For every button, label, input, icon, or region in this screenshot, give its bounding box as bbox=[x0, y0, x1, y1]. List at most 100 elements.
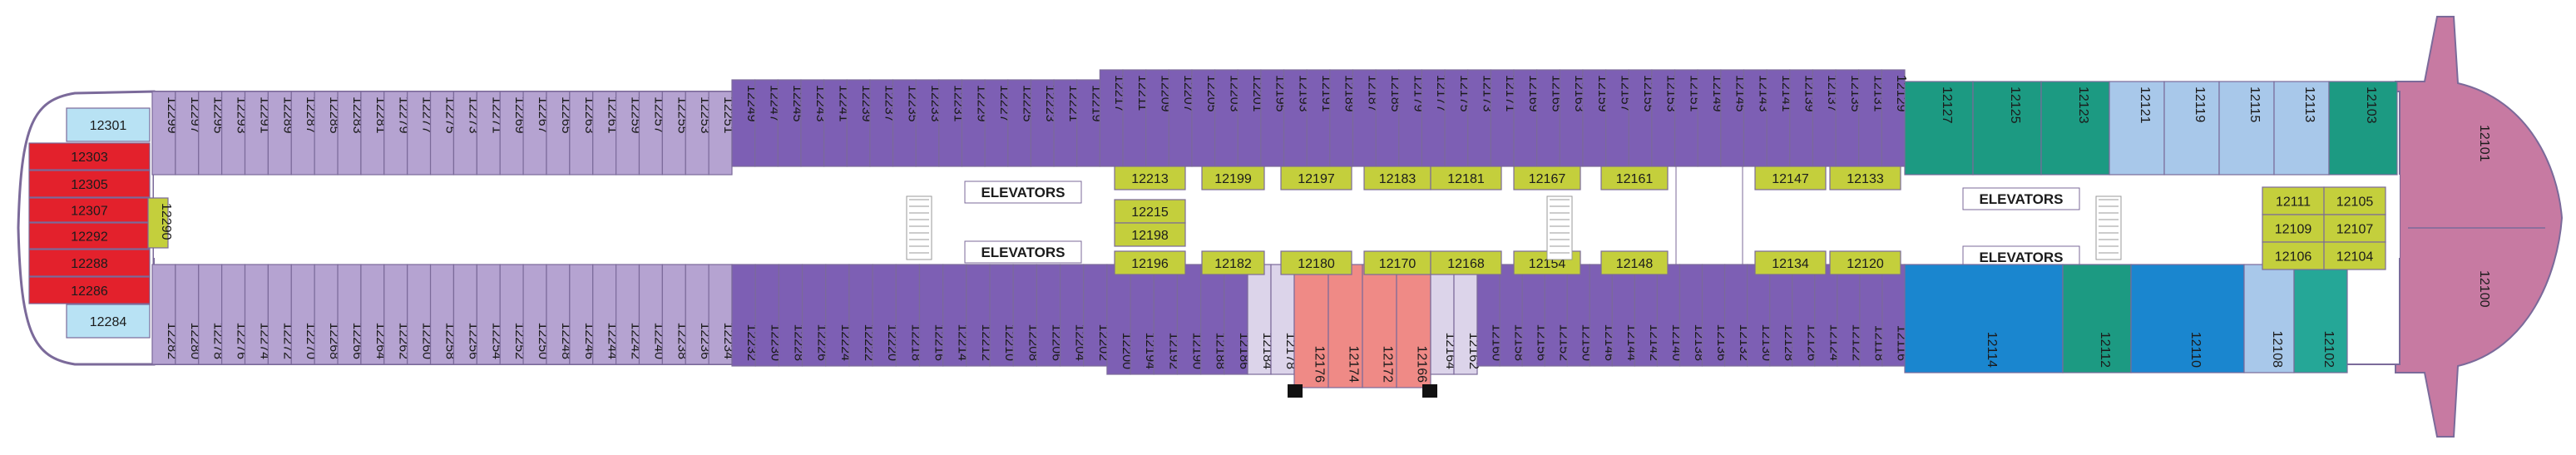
cabin-shape bbox=[984, 79, 1009, 167]
cabin-12111: 12111 bbox=[2262, 186, 2325, 215]
cabin-shape bbox=[383, 264, 408, 365]
cabin-12236: 12236 bbox=[685, 264, 712, 365]
cabin-12105: 12105 bbox=[2323, 186, 2386, 215]
cabin-shape bbox=[1679, 264, 1703, 367]
cabin-12161: 12161 bbox=[1600, 166, 1669, 190]
cabin-12277: 12277 bbox=[407, 91, 434, 176]
cabin-12238: 12238 bbox=[661, 264, 689, 365]
cabin-number: 12174 bbox=[1347, 346, 1361, 383]
cabin-12299: 12299 bbox=[151, 91, 179, 176]
cabin-12119: 12119 bbox=[2163, 81, 2220, 176]
cabin-12214: 12214 bbox=[942, 264, 970, 367]
cabin-shape bbox=[2130, 264, 2245, 373]
cabin-shape bbox=[452, 264, 477, 365]
stair-box bbox=[2095, 195, 2122, 260]
cabin-shape bbox=[569, 91, 594, 176]
cabin-number: 12106 bbox=[2275, 250, 2312, 265]
cabin-12260: 12260 bbox=[407, 264, 434, 365]
cabin-shape bbox=[175, 91, 200, 176]
cabin-shape bbox=[1769, 264, 1793, 367]
cabin-shape bbox=[198, 91, 223, 176]
cabin-number: 12167 bbox=[1529, 172, 1566, 186]
cabin-shape bbox=[938, 79, 963, 167]
cabin-12133: 12133 bbox=[1829, 166, 1901, 190]
cabin-12207: 12207 bbox=[1168, 69, 1195, 167]
cabin-shape bbox=[267, 91, 292, 176]
cabin-number: 12307 bbox=[71, 205, 108, 219]
cabin-12285: 12285 bbox=[314, 91, 341, 176]
cabin-12184: 12184 bbox=[1247, 264, 1274, 375]
cabin-shape bbox=[2163, 81, 2220, 176]
cabin-12128: 12128 bbox=[1769, 264, 1796, 367]
cabin-number: 12105 bbox=[2336, 195, 2374, 210]
cabin-shape bbox=[1283, 69, 1308, 167]
cabin-number: 12286 bbox=[71, 284, 108, 299]
cabin-12219: 12219 bbox=[1076, 79, 1104, 167]
cabin-shape bbox=[1030, 79, 1055, 167]
cabin-shape bbox=[1260, 69, 1285, 167]
cabin-12103: 12103 bbox=[2328, 81, 2398, 176]
cabin-12286: 12286 bbox=[28, 276, 151, 304]
cabin-12292: 12292 bbox=[28, 222, 151, 250]
cabin-number: 12172 bbox=[1381, 346, 1395, 383]
cabin-shape bbox=[1076, 79, 1100, 167]
cabin-12162: 12162 bbox=[1453, 264, 1481, 375]
cabin-shape bbox=[638, 264, 663, 365]
cabin-shape bbox=[1114, 199, 1186, 224]
cabin-shape bbox=[1582, 69, 1607, 167]
cabin-12283: 12283 bbox=[337, 91, 364, 176]
cabin-number: 12110 bbox=[2188, 332, 2203, 368]
cabin-shape bbox=[777, 79, 802, 167]
cabin-shape bbox=[1280, 166, 1352, 190]
cabin-12274: 12274 bbox=[244, 264, 271, 365]
cabin-12232: 12232 bbox=[731, 264, 759, 367]
elevator-label: ELEVATORS bbox=[981, 245, 1065, 260]
cabin-shape bbox=[1972, 81, 2042, 176]
cabin-12125: 12125 bbox=[1972, 81, 2042, 176]
cabin-shape bbox=[1754, 250, 1827, 275]
cabin-shape bbox=[1674, 69, 1698, 167]
cabin-12291: 12291 bbox=[244, 91, 271, 176]
cabin-shape bbox=[1754, 166, 1827, 190]
cabin-shape bbox=[2323, 214, 2386, 243]
cabin-shape bbox=[28, 170, 151, 198]
cabin-shape bbox=[661, 264, 686, 365]
cabin-shape bbox=[2218, 81, 2275, 176]
cabin-12275: 12275 bbox=[429, 91, 457, 176]
cabin-12264: 12264 bbox=[360, 264, 388, 365]
cabin-12287: 12287 bbox=[290, 91, 318, 176]
cabin-12252: 12252 bbox=[499, 264, 527, 365]
cabin-12256: 12256 bbox=[452, 264, 480, 365]
cabin-shape bbox=[1835, 69, 1860, 167]
cabin-shape bbox=[1099, 69, 1124, 167]
cabin-number: 12284 bbox=[90, 315, 127, 329]
cabin-shape bbox=[1398, 69, 1423, 167]
cabin-number: 12213 bbox=[1131, 172, 1169, 186]
cabin-shape bbox=[1589, 264, 1613, 367]
cabin-12174: 12174 bbox=[1328, 264, 1363, 388]
cabin-number: 12108 bbox=[2270, 331, 2284, 368]
bow-cabin-12101: 12101 bbox=[2477, 125, 2491, 162]
cabin-12290: 12290 bbox=[147, 197, 173, 249]
cabin-12110: 12110 bbox=[2130, 264, 2245, 373]
cabin-number: 12119 bbox=[2193, 87, 2207, 122]
cabin-shape bbox=[221, 264, 246, 365]
cabin-shape bbox=[1421, 69, 1446, 167]
bow-cabin-12100: 12100 bbox=[2477, 270, 2491, 308]
cabin-number: 12180 bbox=[1298, 257, 1335, 271]
cabin-12272: 12272 bbox=[267, 264, 294, 365]
tender-marker bbox=[1422, 384, 1437, 398]
cabin-shape bbox=[1904, 264, 2064, 373]
cabin-12114: 12114 bbox=[1904, 264, 2064, 373]
elevator-label: ELEVATORS bbox=[1979, 250, 2063, 265]
cabin-shape bbox=[942, 264, 967, 367]
cabin-12160: 12160 bbox=[1476, 264, 1504, 367]
cabin-shape bbox=[1176, 264, 1202, 375]
cabin-12230: 12230 bbox=[754, 264, 782, 367]
bow-shape bbox=[2395, 16, 2564, 438]
cabin-shape bbox=[499, 264, 524, 365]
cabin-number: 12148 bbox=[1616, 257, 1654, 271]
cabin-12123: 12123 bbox=[2040, 81, 2110, 176]
cabin-number: 12183 bbox=[1379, 172, 1417, 186]
cabin-shape bbox=[28, 142, 151, 171]
